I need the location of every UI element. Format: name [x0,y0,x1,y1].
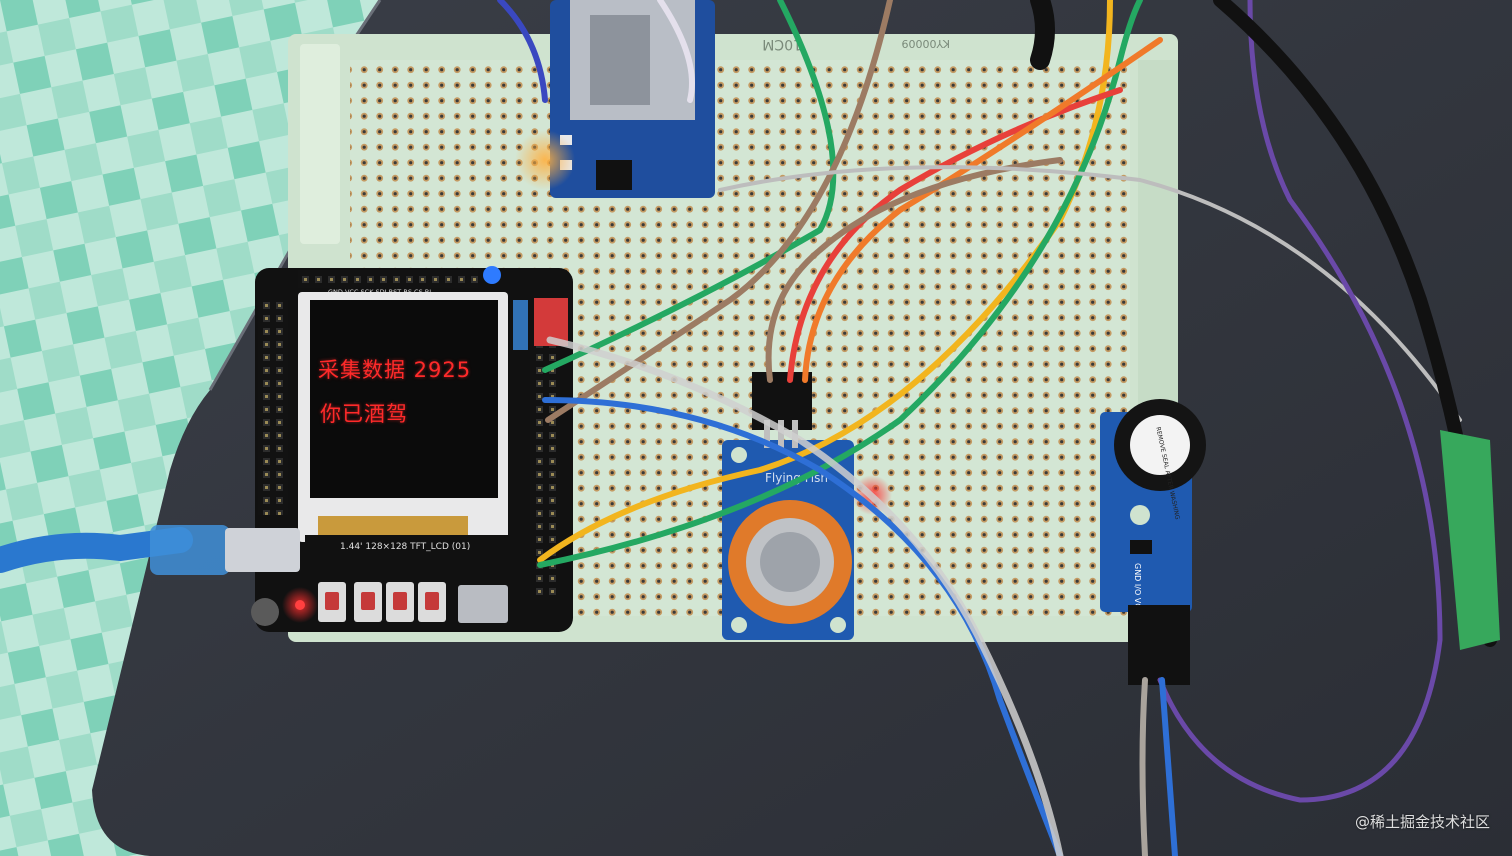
lcd-status-line: 你已酒驾 [320,402,408,426]
lcd-screen [310,300,498,498]
alcohol-sensor-board: Flying Fish [722,372,892,640]
lcd-board-caption: 1.44' 128×128 TFT_LCD (01) [340,542,470,552]
usb-cable [0,525,300,575]
perfboard-marking: 10CM [762,36,802,52]
mcu-board: GND VCC SCK SDI RST RS CS BL 1.44' 128×1… [251,266,573,632]
watermark: @稀土掘金技术社区 [1354,813,1490,831]
buzzer-module: REMOVE SEAL AFTER WASHING GND I/O VCC [1100,399,1206,685]
mini-usb-port [458,585,508,623]
sd-card-module [515,0,715,198]
perfboard-code: KY00009 [901,37,950,50]
lcd-readout-line: 采集数据 2925 [318,358,472,382]
buzzer-pins: GND I/O VCC [1133,563,1142,615]
jumper-wires [497,0,1500,856]
